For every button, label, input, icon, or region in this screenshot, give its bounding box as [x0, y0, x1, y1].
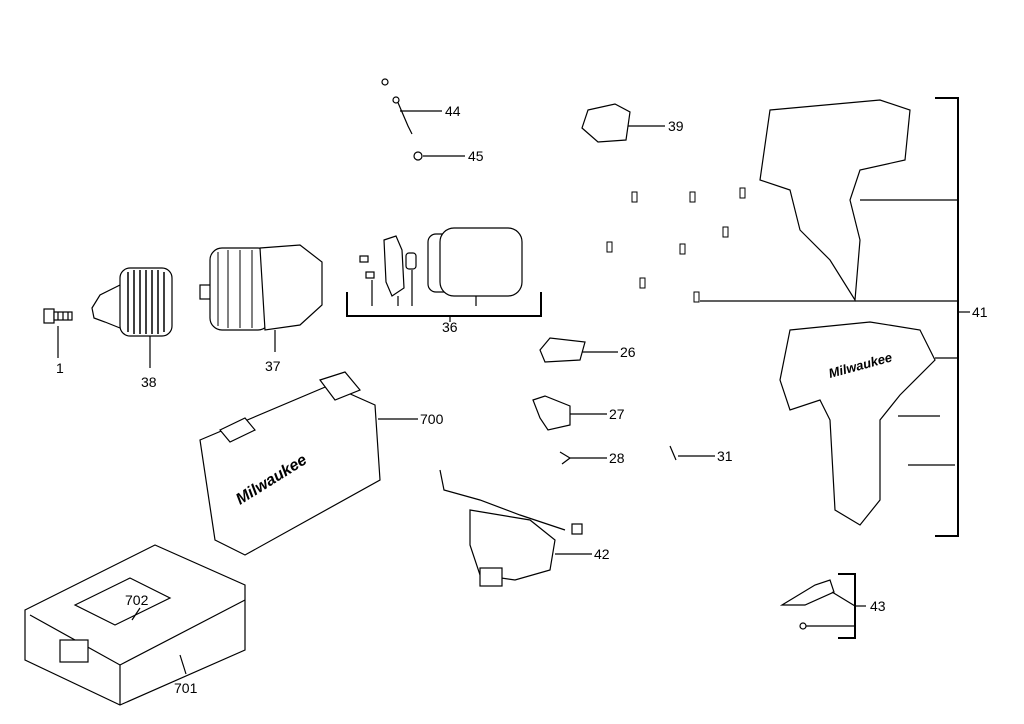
label-part-31: 31 — [717, 448, 733, 464]
part-45-screw[interactable]: 45 — [413, 148, 484, 164]
part-39-label[interactable]: 39 — [581, 103, 684, 143]
label-part-28: 28 — [609, 450, 625, 466]
label-part-26: 26 — [620, 344, 636, 360]
label-part-700: 700 — [420, 411, 444, 427]
part-43-belt-clip[interactable]: 43 — [779, 573, 886, 639]
part-38-chuck[interactable]: 38 — [91, 267, 173, 390]
label-part-701: 701 — [174, 680, 198, 696]
part-27-bracket[interactable]: 27 — [532, 395, 625, 431]
label-part-37: 37 — [265, 358, 281, 374]
part-701-case-insert[interactable]: 702 701 — [24, 544, 246, 706]
label-part-36: 36 — [442, 319, 458, 335]
label-part-27: 27 — [609, 406, 625, 422]
label-part-41: 41 — [972, 304, 988, 320]
label-part-42: 42 — [594, 546, 610, 562]
label-part-45: 45 — [468, 148, 484, 164]
label-part-702: 702 — [125, 592, 149, 608]
label-part-43: 43 — [870, 598, 886, 614]
part-42-switch-assembly[interactable]: 42 — [439, 469, 610, 587]
part-700-carry-case[interactable]: Milwaukee 700 — [199, 371, 444, 556]
part-26-switch-cover[interactable]: 26 — [539, 337, 636, 363]
part-31-pin[interactable]: 31 — [669, 445, 733, 464]
part-28-spring[interactable]: 28 — [559, 450, 625, 466]
label-part-44: 44 — [445, 103, 461, 119]
part-37-gearbox[interactable]: 37 — [199, 244, 323, 374]
part-36-motor-assembly[interactable]: 36 — [346, 227, 542, 335]
label-part-39: 39 — [668, 118, 684, 134]
part-1-screw[interactable]: 1 — [43, 308, 73, 376]
part-41-housing[interactable]: Milwaukee 41 — [606, 97, 988, 537]
label-part-1: 1 — [56, 360, 64, 376]
part-44-contact[interactable]: 44 — [381, 78, 461, 135]
label-part-38: 38 — [141, 374, 157, 390]
